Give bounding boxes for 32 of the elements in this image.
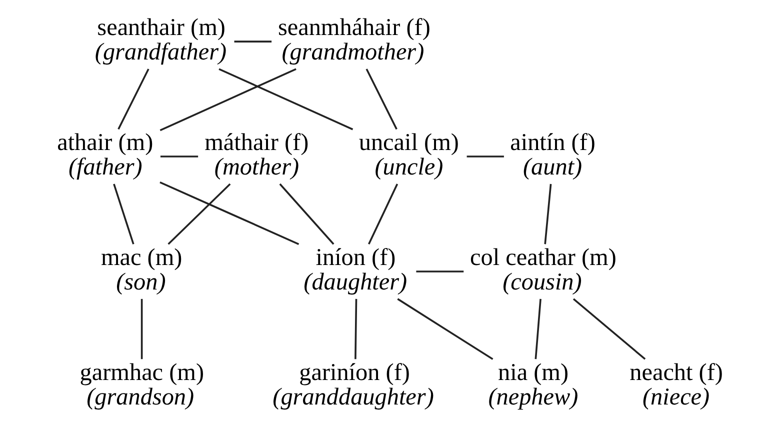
node-text: seanmháhair (f) (grandmother) <box>277 14 430 66</box>
connector <box>367 184 398 245</box>
connector <box>218 68 353 130</box>
connector <box>466 156 504 158</box>
connector <box>159 182 299 245</box>
connector <box>365 68 397 130</box>
node-text: iníon (f) (daughter) <box>303 244 407 296</box>
connector <box>278 183 334 245</box>
connector <box>112 184 134 244</box>
connector <box>396 298 493 360</box>
node-text: neacht (f) (niece) <box>629 359 722 410</box>
connector <box>140 298 142 360</box>
connector <box>416 270 464 272</box>
connector <box>159 68 296 132</box>
node-text: máthair (f) (mother) <box>204 129 308 180</box>
node-text: seanthair (m) (grandfather) <box>94 14 226 66</box>
node-text: uncail (m) (uncle) <box>358 129 458 180</box>
node-text: aintín (f) (aunt) <box>510 129 595 180</box>
connector <box>117 68 149 130</box>
node-text: col ceathar (m) (cousin) <box>470 244 616 296</box>
connector <box>354 298 357 360</box>
node-text: mac (m) (son) <box>100 244 182 296</box>
connector <box>572 298 646 360</box>
connector <box>160 156 198 158</box>
node-text: athair (m) (father) <box>56 129 153 180</box>
connector <box>167 183 230 245</box>
connector <box>534 298 541 360</box>
connector <box>234 40 272 42</box>
node-text: gariníon (f) (granddaughter) <box>272 359 434 410</box>
node-text: garmhac (m) (grandson) <box>79 359 204 410</box>
node-text: nia (m) (nephew) <box>488 359 578 410</box>
connector <box>544 184 552 244</box>
